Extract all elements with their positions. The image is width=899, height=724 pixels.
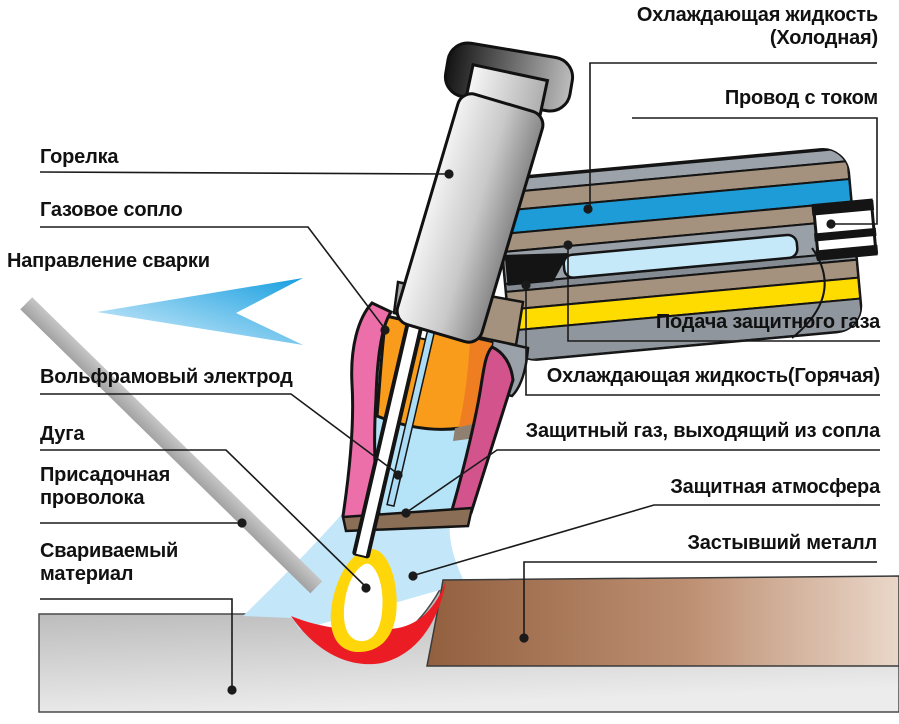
label-tungsten-electrode: Вольфрамовый электрод bbox=[40, 366, 293, 388]
leader-solidified-metal bbox=[523, 561, 877, 635]
dot-coolant-hot bbox=[521, 280, 531, 290]
leader-current-wire bbox=[632, 117, 878, 225]
dot-welded-material bbox=[227, 685, 237, 695]
label-gas-from-nozzle: Защитный газ, выходящий из сопла bbox=[525, 420, 881, 442]
callout-dots bbox=[227, 169, 836, 695]
leader-coolant-cold bbox=[589, 62, 877, 206]
dot-gas-supply bbox=[563, 240, 573, 250]
filler-wire-rod bbox=[20, 297, 323, 594]
dot-torch bbox=[444, 169, 454, 179]
dot-tungsten-electrode bbox=[393, 470, 403, 480]
leader-arc bbox=[40, 449, 367, 588]
label-protective-atmosphere: Защитная атмосфера bbox=[670, 476, 880, 498]
callout-lines bbox=[39, 62, 880, 688]
dot-gas-nozzle bbox=[380, 325, 390, 335]
dot-gas-from-nozzle bbox=[401, 508, 411, 518]
label-welded-material: Свариваемый материал bbox=[40, 540, 179, 585]
gas-nozzle-right-wall bbox=[447, 345, 515, 519]
dot-filler-wire bbox=[237, 518, 247, 528]
leader-coolant-hot bbox=[525, 288, 880, 396]
leader-gas-supply bbox=[567, 247, 880, 342]
torch-handle bbox=[395, 92, 545, 344]
leader-gas-from-nozzle bbox=[406, 449, 880, 513]
label-coolant-cold: Охлаждающая жидкость (Холодная) bbox=[636, 4, 878, 49]
label-torch: Горелка bbox=[40, 146, 119, 168]
dot-solidified-metal bbox=[519, 633, 529, 643]
dot-coolant-cold bbox=[583, 204, 593, 214]
leader-welded-material bbox=[40, 598, 233, 688]
label-welding-direction: Направление сварки bbox=[7, 250, 210, 272]
welding-direction-arrow bbox=[97, 278, 303, 345]
leader-gas-nozzle bbox=[40, 226, 386, 330]
label-arc: Дуга bbox=[40, 423, 85, 445]
arc-flame-core bbox=[343, 563, 383, 642]
label-gas-supply: Подача защитного газа bbox=[655, 311, 880, 333]
solidified-metal-bead bbox=[426, 575, 899, 667]
label-coolant-hot: Охлаждающая жидкость(Горячая) bbox=[546, 365, 880, 387]
collet-body-orange-dark bbox=[458, 338, 492, 430]
label-filler-wire: Присадочная проволока bbox=[40, 464, 171, 509]
leader-protective-atmosphere bbox=[414, 504, 880, 576]
weld-pool bbox=[291, 581, 446, 665]
label-gas-nozzle: Газовое сопло bbox=[40, 199, 183, 221]
dot-protective-atmosphere bbox=[408, 571, 418, 581]
leader-torch bbox=[39, 171, 449, 175]
label-solidified-metal: Застывший металл bbox=[687, 532, 877, 554]
current-wire-connector bbox=[811, 198, 879, 261]
gas-supply-channel bbox=[562, 233, 799, 279]
leader-tungsten-electrode bbox=[40, 393, 399, 475]
dot-arc bbox=[361, 583, 371, 593]
dot-current-wire bbox=[826, 219, 836, 229]
cable-end-curve bbox=[791, 247, 826, 339]
label-current-wire: Провод с током bbox=[724, 87, 878, 109]
gas-channel-black-seal bbox=[504, 253, 569, 286]
